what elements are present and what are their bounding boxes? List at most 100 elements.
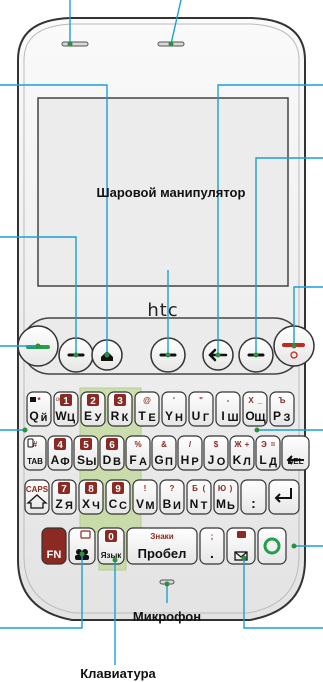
- key-symbol: &: [161, 440, 167, 449]
- key-symbol: #: [33, 440, 38, 449]
- key-shape: [177, 435, 203, 471]
- key-cyrillic: Ц: [67, 412, 75, 424]
- key-letter: M: [216, 497, 226, 511]
- key-fn[interactable]: FN: [41, 527, 67, 565]
- callout-right-soft: [255, 157, 323, 355]
- key-punct[interactable]: ;.: [199, 527, 225, 565]
- key-label: CAPS: [26, 485, 49, 494]
- key-shape: [134, 391, 160, 427]
- key-letter: D: [103, 453, 112, 467]
- key-shape: [199, 527, 225, 565]
- key-shape: [269, 391, 295, 427]
- key-colon[interactable]: :: [240, 479, 267, 515]
- key-shape: [229, 435, 255, 471]
- shift-icon: [26, 494, 48, 509]
- keyboard-label: Клавиатура: [80, 666, 156, 681]
- key-symbol: Ю: [218, 484, 226, 493]
- key-cyrillic: Ш: [227, 412, 238, 424]
- enter-icon: [274, 488, 292, 503]
- key-symbol: *: [37, 396, 41, 405]
- key-symbol-sub: oo: [56, 397, 63, 403]
- key-msg[interactable]: [226, 527, 256, 565]
- callout-message: [243, 558, 323, 629]
- number-badge: [80, 438, 92, 450]
- key-label: DEL: [288, 457, 304, 466]
- key-letter: T: [138, 409, 146, 423]
- key-shape: [188, 391, 214, 427]
- key-number: 3: [117, 396, 123, 407]
- key-cyrillic: И: [173, 500, 181, 512]
- callout-lines: [0, 0, 323, 665]
- backspace-icon: [286, 455, 304, 465]
- key-cyrillic: й: [41, 412, 48, 424]
- key-tab[interactable]: #TAB: [23, 435, 47, 471]
- callout-end: [293, 286, 323, 346]
- number-badge: [58, 482, 70, 494]
- number-badge: [114, 394, 126, 406]
- key-del[interactable]: DEL: [281, 435, 310, 471]
- key-shape: [97, 527, 125, 565]
- key-cyrillic: Ь: [227, 500, 235, 512]
- number-badge: [87, 394, 99, 406]
- key-number: 0: [108, 532, 114, 543]
- callout-contacts: [0, 554, 83, 629]
- key-shape: [151, 435, 177, 471]
- key-cyrillic: Щ: [254, 412, 266, 424]
- key-symbol: ;: [211, 532, 214, 541]
- key-symbol-2: ): [230, 484, 233, 493]
- callout-home: [0, 84, 108, 355]
- key-symbol: %: [134, 440, 141, 449]
- key-shape: [41, 527, 67, 565]
- key-cyrillic: Е: [148, 412, 155, 424]
- key-caps[interactable]: CAPS: [24, 479, 50, 515]
- key-shape: [242, 391, 268, 427]
- key-letter: J: [208, 453, 215, 467]
- key-cyrillic: В: [113, 456, 121, 468]
- key-shape: [186, 479, 212, 515]
- key-enter[interactable]: [268, 479, 300, 515]
- key-letter: W: [55, 409, 67, 423]
- number-badge: [85, 482, 97, 494]
- number-badge: [106, 438, 118, 450]
- key-letter: U: [192, 409, 201, 423]
- key-letter: Y: [165, 409, 173, 423]
- key-shape: [23, 435, 47, 471]
- key-letter: H: [181, 453, 190, 467]
- key-number: 4: [57, 440, 63, 451]
- key-optical[interactable]: [257, 527, 287, 565]
- key-shape: [213, 479, 239, 515]
- key-cyrillic: Д: [269, 456, 277, 468]
- lock-icon: [30, 397, 36, 402]
- key-cyrillic: Т: [201, 500, 208, 512]
- key-cyrillic: Н: [175, 412, 183, 424]
- key-letter: Z: [55, 497, 62, 511]
